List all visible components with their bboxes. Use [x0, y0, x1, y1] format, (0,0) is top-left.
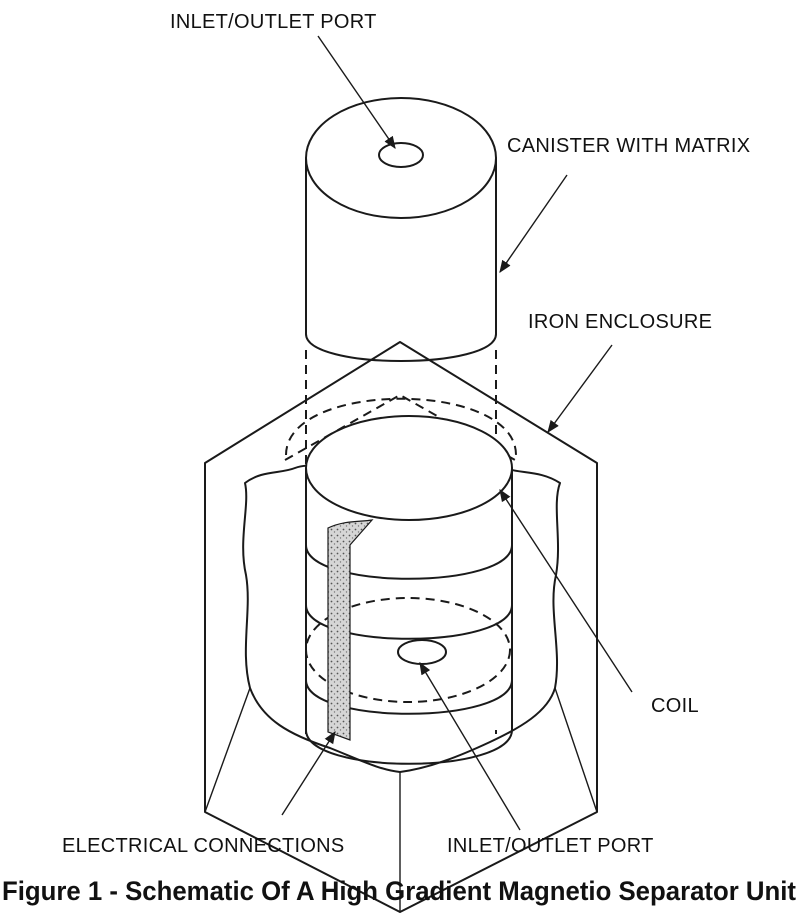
coil [285, 397, 517, 765]
label-canister: CANISTER WITH MATRIX [507, 135, 750, 157]
label-electrical-connections: ELECTRICAL CONNECTIONS [62, 835, 345, 857]
leader-top-port [317, 35, 396, 150]
leader-canister [499, 174, 568, 274]
leader-coil [499, 488, 633, 693]
label-iron-enclosure: IRON ENCLOSURE [528, 311, 712, 333]
electrical-connections-strip [327, 519, 374, 741]
canister-with-matrix [305, 97, 497, 740]
leader-lines [281, 35, 633, 831]
leader-electrical [281, 730, 336, 816]
leader-bottom-port [419, 661, 521, 831]
figure-caption: Figure 1 - Schematic Of A High Gradient … [2, 876, 796, 906]
leader-iron-enclosure [547, 344, 613, 434]
label-coil: COIL [651, 695, 699, 717]
label-inlet-outlet-top: INLET/OUTLET PORT [170, 11, 377, 33]
top-port-opening [378, 142, 424, 168]
label-inlet-outlet-bottom: INLET/OUTLET PORT [447, 835, 654, 857]
